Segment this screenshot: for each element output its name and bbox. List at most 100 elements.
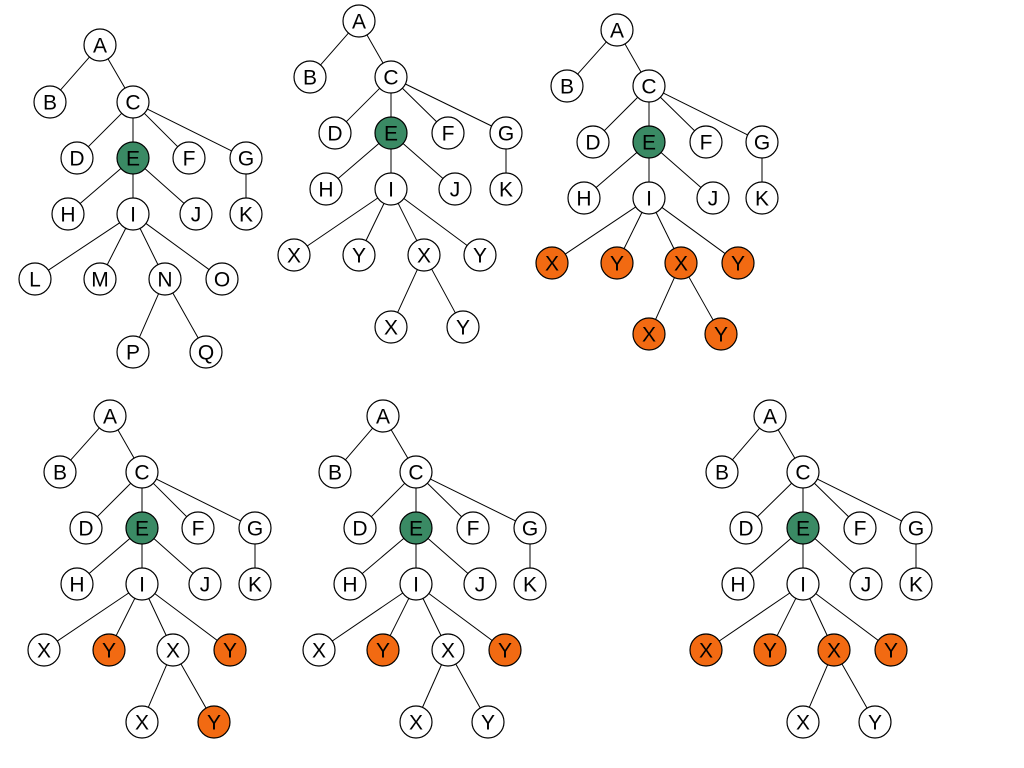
node-circle xyxy=(489,172,523,206)
node-c: C xyxy=(399,455,433,489)
edge-a-b xyxy=(70,427,100,461)
node-label: Y xyxy=(352,245,366,268)
node-circle xyxy=(399,455,433,489)
node-circle xyxy=(197,705,231,739)
node-circle xyxy=(148,262,182,296)
node-circle xyxy=(446,310,480,344)
edge-i-x2 xyxy=(809,598,828,636)
node-label: X xyxy=(417,245,431,268)
node-d: D xyxy=(69,511,103,545)
edge-c-d xyxy=(87,112,123,148)
edge-i-y2 xyxy=(661,207,726,254)
node-label: X xyxy=(545,253,559,276)
node-k: K xyxy=(513,567,547,601)
edge-i-x1 xyxy=(331,592,404,642)
edge-x2-y3 xyxy=(841,663,868,709)
node-circle xyxy=(374,310,408,344)
node-label: C xyxy=(134,462,149,485)
node-f: F xyxy=(172,141,206,175)
node-circle xyxy=(333,567,367,601)
edge-i-y1 xyxy=(115,598,136,636)
node-o: O xyxy=(205,262,239,296)
node-y2: Y xyxy=(213,633,247,667)
node-x3: X xyxy=(374,310,408,344)
node-label: F xyxy=(183,148,196,171)
node-label: Y xyxy=(731,253,745,276)
node-label: B xyxy=(43,92,57,115)
node-circle xyxy=(471,705,505,739)
node-circle xyxy=(786,455,820,489)
node-circle xyxy=(843,511,877,545)
edge-i-y2 xyxy=(403,198,468,246)
edge-c-g xyxy=(663,92,748,136)
node-circle xyxy=(93,399,127,433)
node-circle xyxy=(550,69,584,103)
node-y3: Y xyxy=(446,310,480,344)
node-circle xyxy=(318,116,352,150)
node-label: A xyxy=(103,406,117,429)
node-label: A xyxy=(763,406,777,429)
node-circle xyxy=(125,455,159,489)
edge-c-g xyxy=(817,478,902,522)
node-circle xyxy=(293,60,327,94)
node-x1: X xyxy=(535,246,569,280)
node-circle xyxy=(632,125,666,159)
edge-x2-x3 xyxy=(397,269,418,313)
node-y1: Y xyxy=(753,633,787,667)
node-label: F xyxy=(700,132,713,155)
node-circle xyxy=(431,116,465,150)
node-circle xyxy=(632,181,666,215)
edge-e-h xyxy=(337,143,380,179)
node-label: Y xyxy=(868,712,882,735)
edge-i-x2 xyxy=(397,203,418,241)
node-k: K xyxy=(238,567,272,601)
node-label: E xyxy=(384,123,398,146)
node-k: K xyxy=(489,172,523,206)
node-y3: Y xyxy=(704,317,738,351)
node-label: J xyxy=(191,204,202,227)
node-y1: Y xyxy=(600,246,634,280)
node-label: B xyxy=(715,462,729,485)
edge-e-j xyxy=(427,538,469,574)
node-x2: X xyxy=(156,633,190,667)
node-b: B xyxy=(705,455,739,489)
node-f: F xyxy=(431,116,465,150)
node-circle xyxy=(213,633,247,667)
node-y2: Y xyxy=(874,633,908,667)
node-label: Y xyxy=(498,640,512,663)
node-label: H xyxy=(69,574,84,597)
node-k: K xyxy=(229,197,263,231)
node-a: A xyxy=(366,399,400,433)
edge-c-g xyxy=(405,83,492,127)
node-label: B xyxy=(328,462,342,485)
node-circle xyxy=(27,633,61,667)
node-label: K xyxy=(755,188,769,211)
node-b: B xyxy=(550,69,584,103)
edge-i-y2 xyxy=(154,593,218,641)
node-circle xyxy=(172,141,206,175)
node-label: H xyxy=(342,574,357,597)
node-b: B xyxy=(318,455,352,489)
edge-a-c xyxy=(777,429,796,459)
edge-i-x1 xyxy=(306,197,379,247)
node-g: G xyxy=(229,141,263,175)
node-i: I xyxy=(125,567,159,601)
node-label: P xyxy=(126,342,140,365)
edge-i-x1 xyxy=(565,206,636,255)
node-y2: Y xyxy=(488,633,522,667)
node-c: C xyxy=(632,69,666,103)
node-label: D xyxy=(738,518,753,541)
node-y1: Y xyxy=(342,238,376,272)
node-label: Y xyxy=(223,640,237,663)
node-circle xyxy=(60,567,94,601)
node-x3: X xyxy=(632,317,666,351)
node-circle xyxy=(729,511,763,545)
node-g: G xyxy=(489,116,523,150)
node-label: G xyxy=(908,518,924,541)
node-circle xyxy=(116,85,150,119)
node-circle xyxy=(786,511,820,545)
node-circle xyxy=(69,511,103,545)
node-label: Y xyxy=(610,253,624,276)
node-circle xyxy=(205,262,239,296)
